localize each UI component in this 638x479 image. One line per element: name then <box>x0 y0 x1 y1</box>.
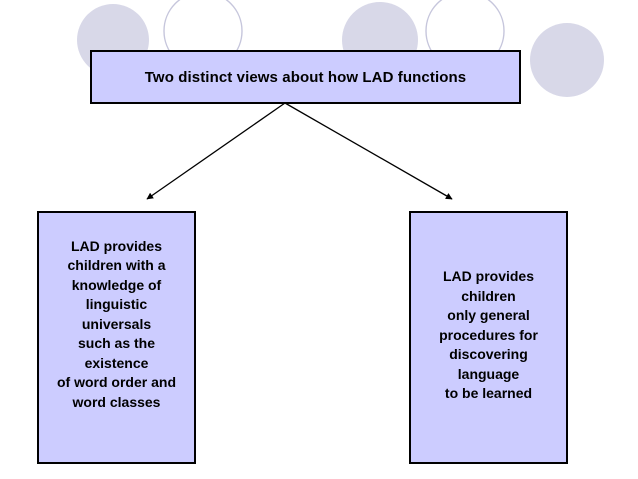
child-node-box-right[interactable]: LAD provides children only general proce… <box>409 211 568 464</box>
child-node-left-label: LAD provides children with a knowledge o… <box>57 237 176 410</box>
decor-circle-5-icon <box>530 23 604 97</box>
child-node-right-label: LAD provides children only general proce… <box>439 268 538 402</box>
child-node-box-left[interactable]: LAD provides children with a knowledge o… <box>37 211 196 464</box>
arrow-to-right-box <box>284 102 453 200</box>
arrow-to-left-box <box>146 102 286 200</box>
root-node-label: Two distinct views about how LAD functio… <box>144 68 467 86</box>
root-node-box[interactable]: Two distinct views about how LAD functio… <box>90 50 521 104</box>
